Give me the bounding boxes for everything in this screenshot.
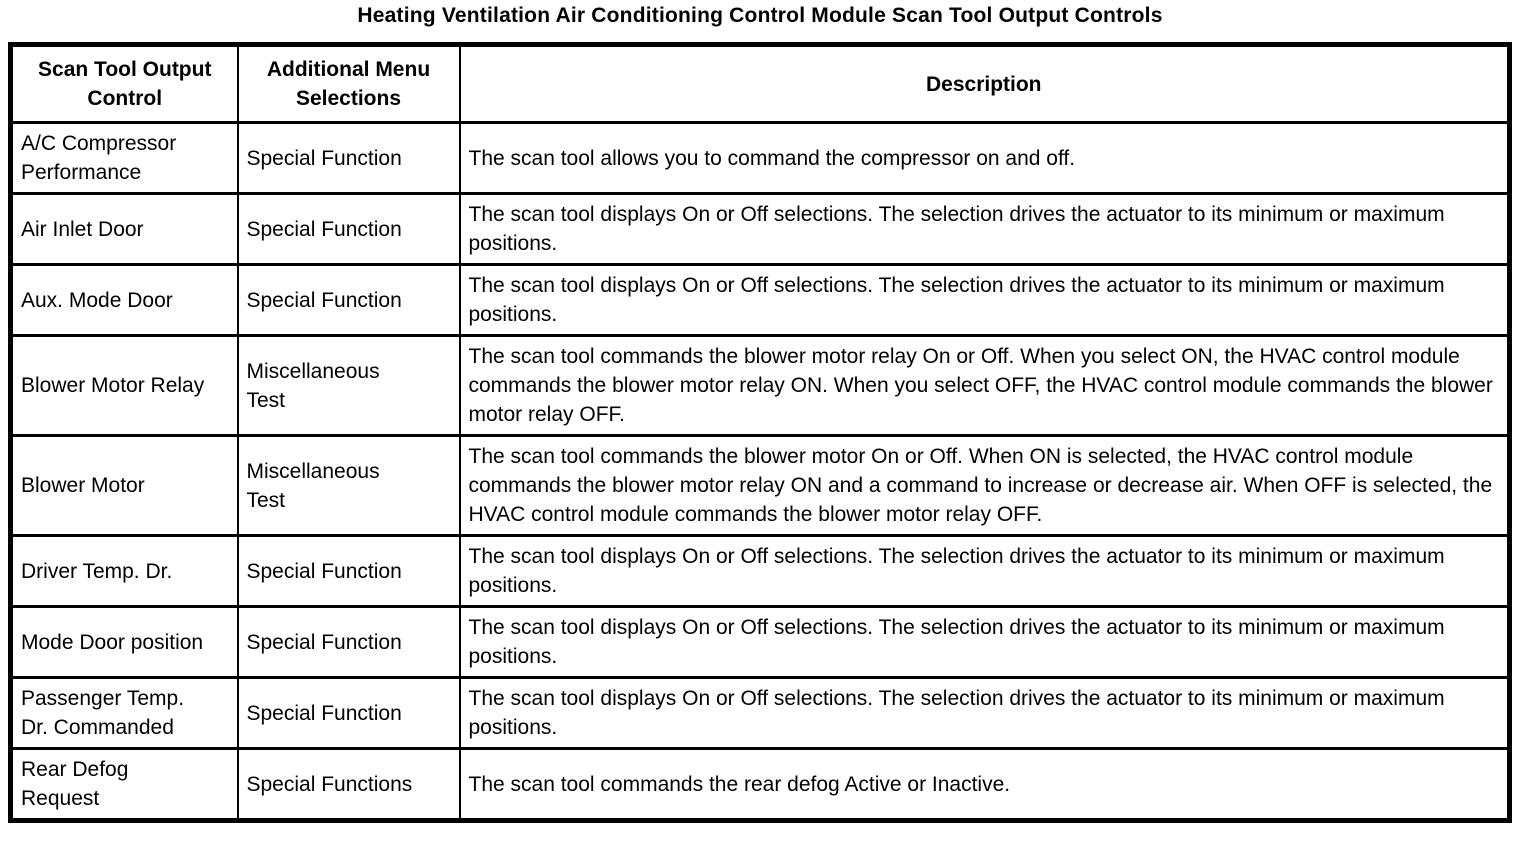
- cell-menu: Special Function: [236, 676, 461, 750]
- cell-menu: Special Function: [236, 121, 461, 195]
- cell-description: The scan tool allows you to command the …: [458, 121, 1511, 195]
- table-row: Blower Motor Miscellaneous Test The scan…: [9, 434, 1511, 537]
- column-header-description: Description: [458, 43, 1511, 124]
- cell-control: Aux. Mode Door: [9, 263, 239, 337]
- cell-description: The scan tool displays On or Off selecti…: [458, 263, 1511, 337]
- table-row: Aux. Mode Door Special Function The scan…: [9, 263, 1511, 337]
- cell-description: The scan tool displays On or Off selecti…: [458, 676, 1511, 750]
- cell-menu: Special Function: [236, 605, 461, 679]
- cell-control: Passenger Temp. Dr. Commanded: [9, 676, 239, 750]
- table-row: Rear Defog Request Special Functions The…: [9, 747, 1511, 822]
- cell-description: The scan tool commands the rear defog Ac…: [458, 747, 1511, 822]
- cell-description: The scan tool displays On or Off selecti…: [458, 605, 1511, 679]
- table-row: Passenger Temp. Dr. Commanded Special Fu…: [9, 676, 1511, 750]
- header-row: Scan Tool Output Control Additional Menu…: [9, 43, 1511, 124]
- table-row: Blower Motor Relay Miscellaneous Test Th…: [9, 334, 1511, 437]
- cell-description: The scan tool displays On or Off selecti…: [458, 192, 1511, 266]
- cell-description: The scan tool commands the blower motor …: [458, 434, 1511, 537]
- column-header-control: Scan Tool Output Control: [9, 43, 239, 124]
- column-header-menu: Additional Menu Selections: [236, 43, 461, 124]
- output-controls-table: Scan Tool Output Control Additional Menu…: [8, 42, 1512, 823]
- cell-menu: Special Function: [236, 192, 461, 266]
- page-title: Heating Ventilation Air Conditioning Con…: [357, 4, 1163, 27]
- cell-control: Driver Temp. Dr.: [9, 534, 239, 608]
- table-row: Air Inlet Door Special Function The scan…: [9, 192, 1511, 266]
- cell-description: The scan tool displays On or Off selecti…: [458, 534, 1511, 608]
- table-row: A/C Compressor Performance Special Funct…: [9, 121, 1511, 195]
- cell-menu: Special Function: [236, 534, 461, 608]
- cell-control: Mode Door position: [9, 605, 239, 679]
- cell-control: Air Inlet Door: [9, 192, 239, 266]
- cell-menu: Miscellaneous Test: [236, 334, 461, 437]
- table-row: Mode Door position Special Function The …: [9, 605, 1511, 679]
- cell-control: Blower Motor Relay: [9, 334, 239, 437]
- cell-control: Blower Motor: [9, 434, 239, 537]
- cell-control: Rear Defog Request: [9, 747, 239, 822]
- cell-description: The scan tool commands the blower motor …: [458, 334, 1511, 437]
- cell-menu: Miscellaneous Test: [236, 434, 461, 537]
- table-row: Driver Temp. Dr. Special Function The sc…: [9, 534, 1511, 608]
- cell-menu: Special Functions: [236, 747, 461, 822]
- cell-control: A/C Compressor Performance: [9, 121, 239, 195]
- cell-menu: Special Function: [236, 263, 461, 337]
